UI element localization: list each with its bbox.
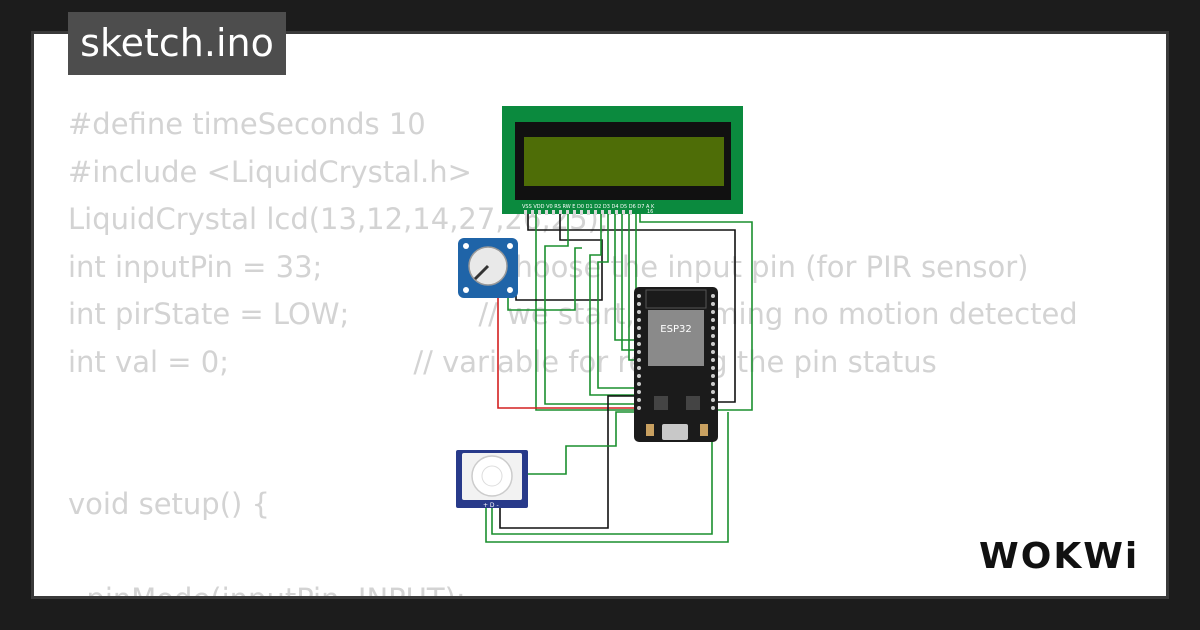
pot-knob-indicator [473, 264, 490, 281]
code-line: #include <LiquidCrystal.h> [68, 154, 472, 189]
code-line: void setup() { [68, 487, 270, 521]
circuit-diagram: VSS VDD V0 RS RW E D0 D1 D2 D3 D4 D5 D6 … [456, 106, 753, 543]
wire-green-3 [589, 214, 636, 396]
lcd-pin-header [524, 210, 632, 215]
esp32-shield [648, 310, 704, 366]
wire-black-1 [527, 214, 736, 403]
lcd-pin-labels: VSS VDD V0 RS RW E D0 D1 D2 D3 D4 D5 D6 … [522, 204, 655, 210]
lcd-pin-number: 16 [647, 209, 653, 215]
esp32-antenna [645, 289, 707, 309]
wire-black-2 [515, 214, 603, 301]
code-line: pinMode(inputPin, INPUT); [68, 576, 1078, 596]
pir-pin-labels: + D - [483, 502, 499, 509]
esp32-label: ESP32 [660, 324, 691, 335]
esp32-pins-right [711, 294, 715, 410]
wire-green-2 [544, 214, 636, 405]
usb-port [662, 424, 688, 440]
esp32-board: ESP32 [634, 287, 718, 442]
wire-green-4 [597, 214, 636, 389]
sketch-title: sketch.ino [68, 12, 286, 75]
lcd-screen [524, 137, 724, 186]
wire-green-6 [621, 214, 636, 351]
lcd-module: VSS VDD V0 RS RW E D0 D1 D2 D3 D4 D5 D6 … [502, 106, 743, 215]
wire-green-7 [628, 214, 636, 361]
wokwi-logo: WOKWi [979, 536, 1139, 576]
wire-black-pir [499, 395, 636, 529]
wokwi-logo-text: WOKWi [979, 536, 1139, 576]
pir-sensor: + D - [456, 450, 528, 509]
wire-green-9 [639, 214, 753, 411]
code-line: int pirState = LOW; // we start, assumin… [68, 297, 1078, 331]
wire-green-pir-2 [528, 411, 636, 475]
esp32-pins-left [637, 294, 641, 410]
wire-green-pot [507, 247, 582, 311]
wire-green-pir-vcc [485, 412, 729, 543]
wire-green-1 [535, 214, 636, 411]
wires [485, 214, 753, 543]
wire-red-pot [497, 288, 636, 409]
potentiometer [458, 238, 518, 298]
code-line: #define timeSeconds 10 [68, 107, 426, 141]
pir-dome [471, 455, 513, 497]
wire-green-5 [614, 214, 636, 341]
